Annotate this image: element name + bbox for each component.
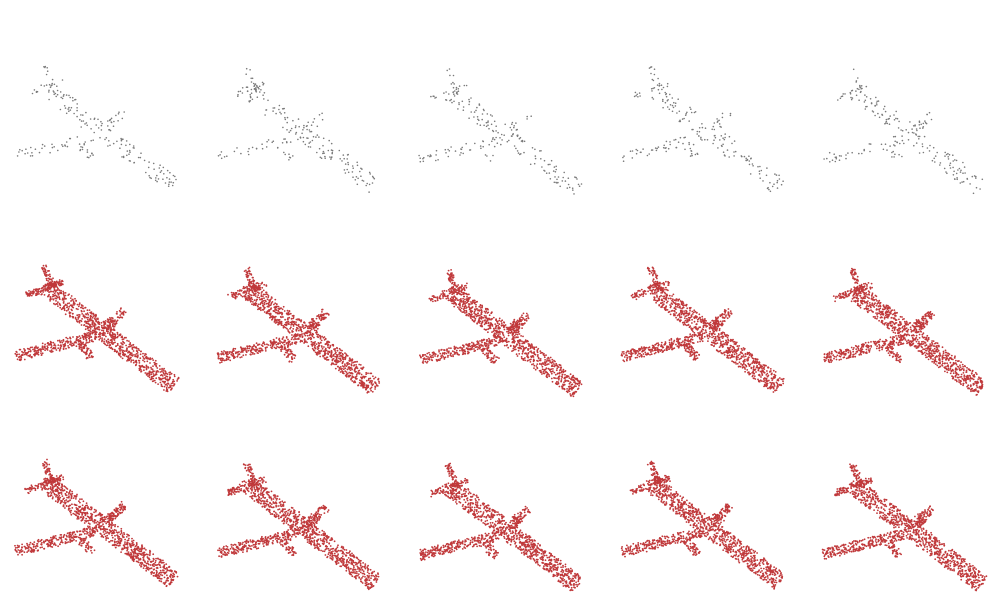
sparse-input-row-cloud-1 bbox=[0, 20, 200, 220]
airplane-point-cloud-icon bbox=[217, 67, 376, 193]
airplane-point-cloud-icon bbox=[14, 264, 180, 393]
dense-output-row-cloud-4 bbox=[600, 220, 800, 420]
dense-output-row-cloud-3 bbox=[400, 220, 600, 420]
sparse-input-row-cloud-3 bbox=[400, 20, 600, 220]
dense-output-row-cloud-5 bbox=[800, 220, 1000, 420]
airplane-point-cloud-icon bbox=[620, 266, 785, 393]
dense-output-row-cloud-1 bbox=[0, 220, 200, 420]
sparse-input-row-cloud-2 bbox=[200, 20, 400, 220]
dense-output-row-2-cloud-1 bbox=[0, 415, 200, 615]
airplane-point-cloud-icon bbox=[823, 68, 984, 195]
airplane-point-cloud-icon bbox=[419, 269, 583, 398]
dense-output-row-2-cloud-4 bbox=[600, 415, 800, 615]
airplane-point-cloud-icon bbox=[622, 66, 784, 193]
dense-output-row-2-cloud-2 bbox=[200, 415, 400, 615]
airplane-point-cloud-icon bbox=[419, 462, 581, 592]
airplane-point-cloud-icon bbox=[821, 463, 988, 592]
airplane-point-cloud-icon bbox=[217, 463, 380, 591]
dense-output-row-cloud-2 bbox=[200, 220, 400, 420]
airplane-point-cloud-icon bbox=[823, 267, 984, 396]
airplane-point-cloud-icon bbox=[620, 460, 784, 590]
dense-output-row-2-cloud-5 bbox=[800, 415, 1000, 615]
sparse-input-row-cloud-4 bbox=[600, 20, 800, 220]
airplane-point-cloud-icon bbox=[216, 266, 381, 394]
airplane-point-cloud-icon bbox=[14, 458, 179, 588]
airplane-point-cloud-icon bbox=[418, 68, 583, 195]
dense-output-row-2-cloud-3 bbox=[400, 415, 600, 615]
sparse-input-row-cloud-5 bbox=[800, 20, 1000, 220]
point-cloud-figure bbox=[0, 20, 1000, 592]
airplane-point-cloud-icon bbox=[16, 65, 177, 187]
